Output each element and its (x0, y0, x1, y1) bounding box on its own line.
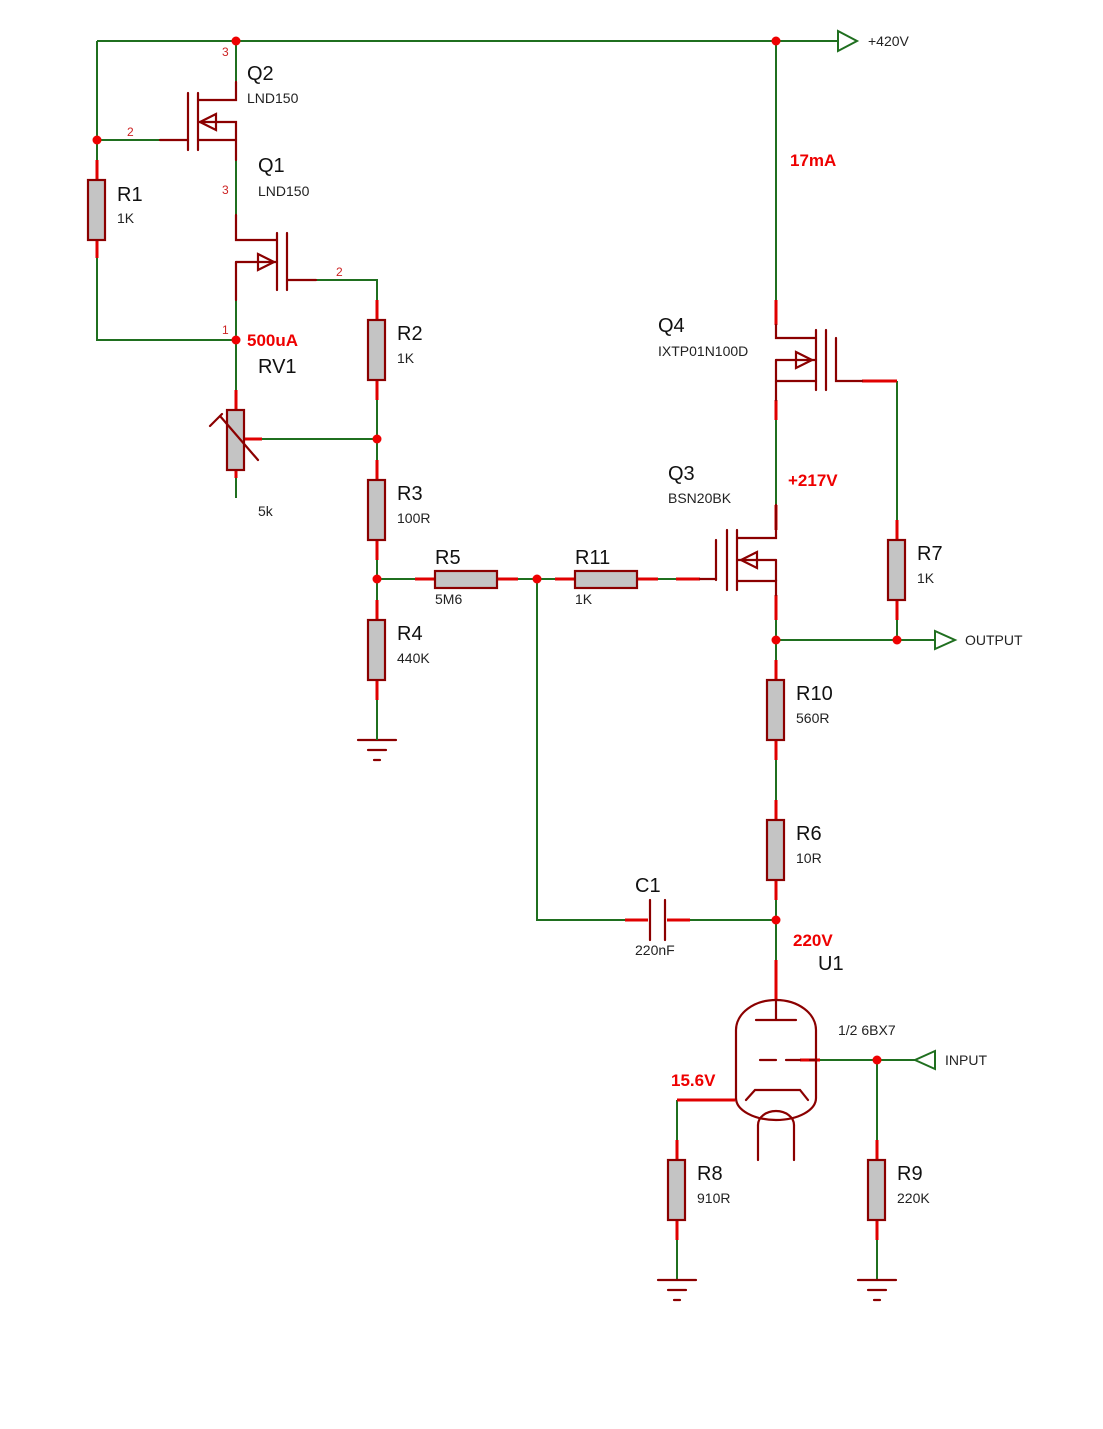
r8-ref: R8 (697, 1163, 723, 1185)
measurement-17ma: 17mA (790, 151, 836, 170)
r1-value: 1K (117, 210, 135, 226)
q1-value: LND150 (258, 183, 310, 199)
r10-body[interactable] (765, 678, 786, 742)
output-terminal-arrow[interactable] (934, 629, 958, 651)
r8-value: 910R (697, 1190, 730, 1206)
q3-ref: Q3 (668, 463, 695, 485)
pin-label-q1-gate: 2 (336, 265, 343, 279)
ground-r9 (856, 1278, 898, 1302)
rv1-body[interactable] (225, 408, 246, 472)
pin-stubs (95, 160, 899, 1240)
r1-body[interactable] (86, 178, 107, 242)
ground-r4 (356, 738, 398, 762)
c1-ref: C1 (635, 875, 661, 897)
r2-value: 1K (397, 350, 415, 366)
r5-ref: R5 (435, 547, 461, 569)
r8-body[interactable] (666, 1158, 687, 1222)
r1-ref: R1 (117, 184, 143, 206)
r4-value: 440K (397, 650, 430, 666)
q1-ref: Q1 (258, 155, 285, 177)
wires (96, 40, 935, 1280)
pin-label-q1-source: 1 (222, 323, 229, 337)
r7-value: 1K (917, 570, 935, 586)
pin-label-q1-drain: 3 (222, 183, 229, 197)
pin-label-q2-drain: 3 (222, 45, 229, 59)
r9-body[interactable] (866, 1158, 887, 1222)
r5-value: 5M6 (435, 591, 462, 607)
transistor-q4[interactable] (774, 323, 864, 402)
r6-body[interactable] (765, 818, 786, 882)
pin-label-q2-gate: 2 (127, 125, 134, 139)
supply-terminal-label: +420V (868, 33, 910, 49)
input-terminal-label: INPUT (945, 1052, 987, 1068)
r10-value: 560R (796, 710, 829, 726)
q4-value: IXTP01N100D (658, 343, 748, 359)
r9-ref: R9 (897, 1163, 923, 1185)
u1-ref: U1 (818, 953, 844, 975)
rv1-ref: RV1 (258, 356, 297, 378)
r3-ref: R3 (397, 483, 423, 505)
supply-terminal-arrow[interactable] (837, 29, 860, 53)
r6-ref: R6 (796, 823, 822, 845)
u1-value: 1/2 6BX7 (838, 1022, 896, 1038)
ground-r8 (656, 1278, 698, 1302)
output-terminal-label: OUTPUT (965, 632, 1023, 648)
r10-ref: R10 (796, 683, 833, 705)
capacitor-c1[interactable] (648, 898, 667, 942)
r3-body[interactable] (366, 478, 387, 542)
q3-value: BSN20BK (668, 490, 732, 506)
q2-ref: Q2 (247, 63, 274, 85)
r6-value: 10R (796, 850, 822, 866)
r4-ref: R4 (397, 623, 423, 645)
r2-body[interactable] (366, 318, 387, 382)
junctions (92, 36, 902, 1065)
r11-body[interactable] (573, 569, 639, 590)
r11-value: 1K (575, 591, 593, 607)
measurement-500ua: 500uA (247, 331, 298, 350)
transistor-q3[interactable] (698, 503, 778, 597)
q2-value: LND150 (247, 90, 299, 106)
rv1-value: 5k (258, 503, 274, 519)
transistor-q1[interactable] (234, 213, 318, 302)
r9-value: 220K (897, 1190, 930, 1206)
r7-body[interactable] (886, 538, 907, 602)
r2-ref: R2 (397, 323, 423, 345)
input-terminal-arrow[interactable] (912, 1049, 936, 1071)
rv1-adjust-arrow (208, 412, 260, 462)
c1-value: 220nF (635, 942, 675, 958)
transistor-q2[interactable] (158, 80, 238, 162)
measurement-220v: 220V (793, 931, 833, 950)
r3-value: 100R (397, 510, 430, 526)
resistor-bodies (86, 178, 907, 1222)
vacuum-tube-u1[interactable] (734, 998, 818, 1162)
r11-ref: R11 (575, 547, 610, 569)
r7-ref: R7 (917, 543, 943, 565)
r4-body[interactable] (366, 618, 387, 682)
measurement-15-6v: 15.6V (671, 1071, 716, 1090)
q4-ref: Q4 (658, 315, 685, 337)
measurement-217v: +217V (788, 471, 838, 490)
r5-body[interactable] (433, 569, 499, 590)
